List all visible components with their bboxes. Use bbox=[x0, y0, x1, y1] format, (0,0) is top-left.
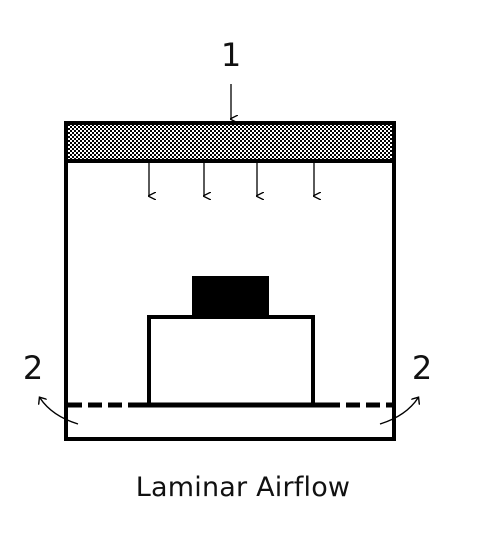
work-bench bbox=[147, 315, 315, 407]
diagram-caption: Laminar Airflow bbox=[135, 472, 351, 503]
right-outflow-label: 2 bbox=[412, 349, 432, 387]
sample-block bbox=[192, 276, 269, 317]
downflow-arrows bbox=[149, 163, 314, 196]
left-outflow-label: 2 bbox=[23, 349, 43, 387]
hepa-filter bbox=[64, 121, 396, 163]
right-outflow-arrow bbox=[379, 398, 418, 425]
left-outflow-arrow bbox=[40, 398, 79, 425]
filter-label: 1 bbox=[221, 36, 241, 74]
